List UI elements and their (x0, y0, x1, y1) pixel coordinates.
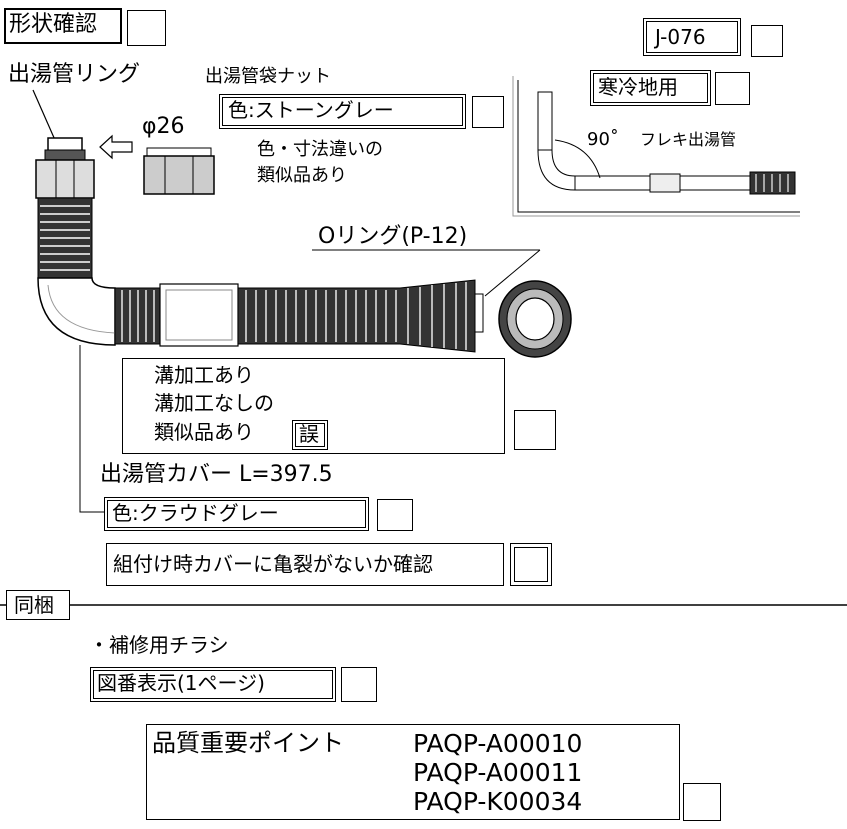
crack-check-frame (106, 543, 504, 586)
groove-frame (122, 358, 505, 454)
groove-line1: 溝加工あり (154, 363, 254, 387)
page-label-checkbox[interactable] (341, 667, 377, 702)
page-label-frame (90, 667, 336, 702)
cover-color-text: 色:クラウドグレー (112, 501, 279, 525)
wrong-text: 誤 (299, 422, 319, 446)
o-ring-drawing (498, 280, 572, 358)
quality-frame (146, 724, 680, 820)
quality-code-3: PAQP-K00034 (413, 787, 583, 816)
nut-color-frame (219, 94, 466, 129)
ring-label: 出湯管リング (8, 62, 141, 87)
angle-label: 90˚ (587, 129, 619, 150)
quality-checkbox[interactable] (683, 783, 721, 821)
groove-line2: 溝加工なしの (154, 391, 274, 415)
groove-line3: 類似品あり (154, 420, 254, 444)
nut-color-text: 色:ストーングレー (228, 98, 394, 122)
diameter-label: φ26 (142, 114, 185, 139)
cold-region-frame (590, 70, 711, 106)
cover-color-checkbox[interactable] (377, 499, 413, 531)
crack-check-text: 組付け時カバーに亀裂がないか確認 (113, 552, 433, 576)
shape-check-label (4, 8, 122, 44)
cover-length-label: 出湯管カバー L=397.5 (100, 462, 333, 487)
code-text: J-076 (655, 25, 706, 49)
code-checkbox[interactable] (751, 25, 783, 57)
code-frame (643, 18, 741, 56)
quality-title: 品質重要ポイント (152, 729, 344, 757)
nut-drawing (143, 147, 215, 195)
shape-check-checkbox[interactable] (127, 10, 166, 46)
bundle-title-frame (6, 590, 70, 620)
crack-check-checkbox[interactable] (510, 543, 552, 586)
vertical-corrugation (37, 197, 93, 279)
o-ring-label: Oリング(P-12) (318, 224, 468, 249)
cold-region-inset (512, 76, 800, 217)
cold-region-checkbox[interactable] (715, 72, 750, 105)
page-label-text: 図番表示(1ページ) (97, 671, 265, 695)
shape-check-text: 形状確認 (9, 12, 98, 37)
bundle-title-text: 同梱 (14, 593, 54, 617)
horizontal-corrugation (114, 279, 484, 353)
groove-checkbox[interactable] (514, 410, 556, 450)
bundle-item: ・補修用チラシ (89, 633, 229, 657)
wrong-frame (292, 420, 328, 450)
similar-note-line1: 色・寸法違いの (257, 139, 383, 160)
quality-code-1: PAQP-A00010 (413, 729, 583, 758)
cold-region-text: 寒冷地用 (598, 75, 678, 99)
similar-note-line2: 類似品あり (257, 165, 347, 186)
flex-pipe-label: フレキ出湯管 (640, 130, 737, 149)
cover-color-frame (104, 497, 369, 531)
quality-code-2: PAQP-A00011 (413, 758, 583, 787)
nut-color-checkbox[interactable] (472, 96, 504, 128)
nut-label: 出湯管袋ナット (205, 66, 331, 87)
